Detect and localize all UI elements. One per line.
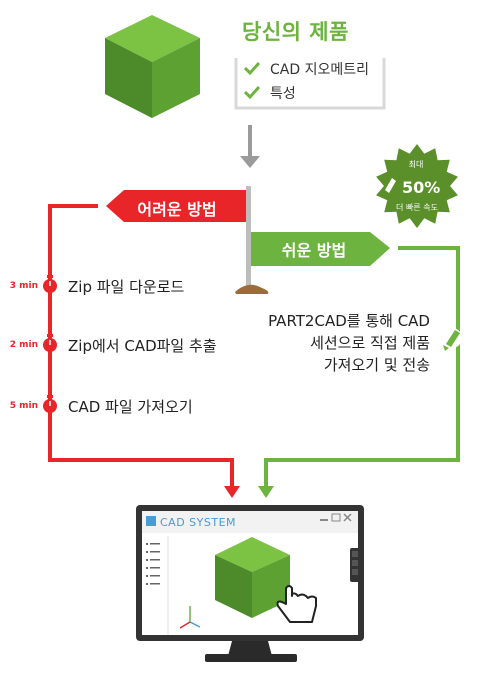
step-time: 5 min <box>9 401 38 411</box>
step-text: Zip 파일 다운로드 <box>68 278 185 296</box>
easy-desc-line: 세션으로 직접 제품 <box>310 334 430 352</box>
cad-cube-icon <box>215 537 290 618</box>
easy-way-label: 쉬운 방법 <box>281 241 347 260</box>
window-controls <box>320 513 352 522</box>
flag-pole <box>235 186 269 294</box>
step-time: 2 min <box>9 340 38 350</box>
badge-percent: 50% <box>402 178 441 197</box>
hard-way-label: 어려운 방법 <box>137 200 217 219</box>
step-text: Zip에서 CAD파일 추출 <box>68 337 217 355</box>
cad-sidebar <box>146 536 169 635</box>
product-cube-icon <box>105 15 200 118</box>
rocket-icon <box>442 328 462 351</box>
hand-cursor-icon <box>276 585 317 623</box>
feature-properties: 특성 <box>270 86 296 102</box>
cad-window-title: CAD SYSTEM <box>160 516 237 529</box>
check-icon <box>243 61 261 76</box>
easy-way-path <box>258 246 460 498</box>
axis-icon <box>179 606 201 629</box>
step-text: CAD 파일 가져오기 <box>68 398 193 416</box>
easy-way-description: PART2CAD를 통해 CAD 세션으로 직접 제품 가져오기 및 전송 <box>238 310 430 376</box>
down-arrow-icon <box>240 125 260 168</box>
hard-way-path <box>48 204 240 498</box>
cad-toolbar <box>350 548 360 582</box>
product-title: 당신의 제품 <box>242 20 349 44</box>
stopwatch-icon <box>43 395 57 413</box>
check-icon <box>243 85 261 100</box>
badge-bottom-text: 더 빠른 속도 <box>396 203 438 212</box>
hard-way-flag <box>106 190 246 222</box>
easy-way-flag <box>251 232 390 266</box>
easy-desc-line: PART2CAD를 통해 CAD <box>268 312 430 330</box>
stopwatch-icon <box>43 275 57 293</box>
easy-desc-line: 가져오기 및 전송 <box>323 356 430 374</box>
cad-logo-icon <box>146 516 156 526</box>
speed-badge <box>376 144 458 228</box>
badge-top-text: 최대 <box>408 160 424 169</box>
feature-cad-geometry: CAD 지오메트리 <box>270 62 369 78</box>
feature-box <box>234 58 386 110</box>
step-time: 3 min <box>9 281 38 291</box>
stopwatch-icon <box>43 334 57 352</box>
